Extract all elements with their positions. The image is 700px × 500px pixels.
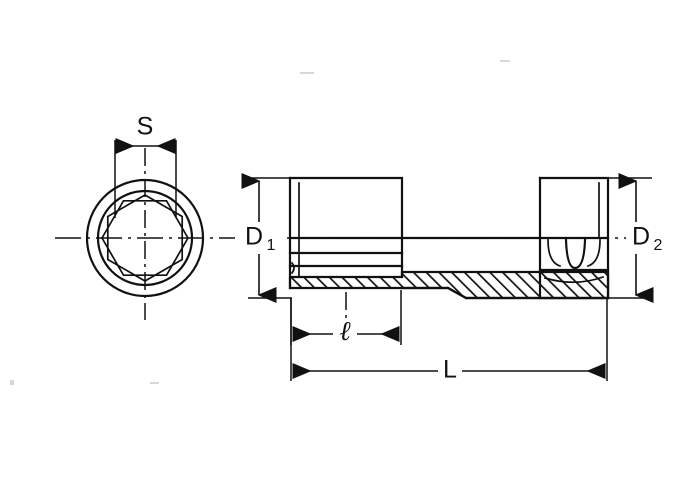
socket-hex-profile-b: [101, 199, 189, 277]
shaft-bottom-taper: [446, 286, 468, 300]
section-hatch-drive-block: [538, 270, 610, 300]
socket-outer-circle: [85, 178, 205, 298]
end-view-circular: S: [55, 113, 235, 320]
head-bore-radius-detail: [290, 261, 295, 275]
dimension-label-l-large: L: [443, 356, 457, 384]
side-section-view: [255, 176, 645, 318]
dimension-label-s: S: [137, 113, 154, 141]
drive-ball-detent: [564, 238, 587, 270]
head-outer-top: [288, 176, 404, 240]
section-dimensions: D 1 D 2 ℓ L: [240, 173, 670, 385]
dimension-label-d2: D: [632, 223, 650, 251]
socket-inner-circle: [96, 189, 194, 287]
socket-hex-profile-a: [106, 194, 184, 282]
dimension-label-d1-subscript: 1: [267, 237, 276, 254]
drive-corner-arc-left: [547, 239, 562, 268]
dimension-label-d1: D: [245, 223, 263, 251]
drive-seat-arc: [543, 275, 605, 284]
drive-corner-arc-right: [586, 239, 601, 268]
dimension-label-l-small: ℓ: [339, 316, 351, 346]
dimension-label-d2-subscript: 2: [654, 237, 663, 254]
